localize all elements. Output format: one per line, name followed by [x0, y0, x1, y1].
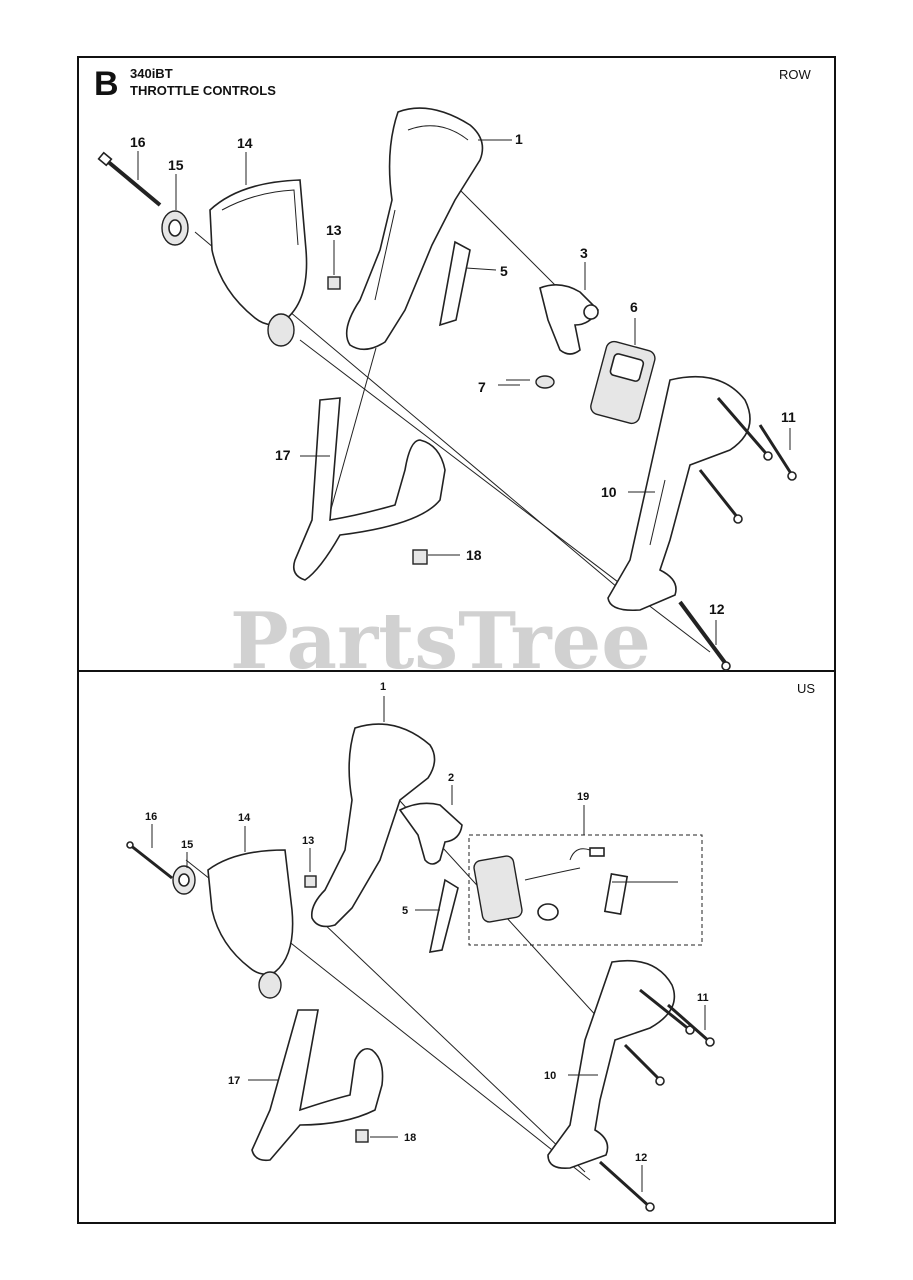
part-16-bolt-us	[126, 841, 173, 880]
callout-row-10: 10	[601, 484, 617, 500]
callout-us-17: 17	[228, 1075, 240, 1087]
callout-us-12: 12	[635, 1152, 647, 1164]
part-1-handle-housing-us	[310, 696, 436, 928]
part-14-handle-clamp	[209, 179, 308, 347]
callout-row-14: 14	[237, 135, 253, 151]
part-5-switch-us	[415, 878, 459, 953]
diagram-title: THROTTLE CONTROLS	[130, 83, 276, 98]
callout-row-5: 5	[500, 263, 508, 279]
callout-us-2: 2	[448, 772, 454, 784]
panel-row: 1 3 5 6 7 10 11 12 13 14 15 16 17 18	[97, 107, 797, 671]
callout-us-10: 10	[544, 1070, 556, 1082]
callout-row-18: 18	[466, 547, 482, 563]
callout-row-11: 11	[781, 409, 796, 425]
panel-us: 1 2 5 10 11 12 13 14 15 16 17 18 19	[126, 681, 715, 1212]
model-name: 340iBT	[130, 66, 173, 81]
part-14-handle-clamp-us	[207, 849, 294, 999]
part-12-bolt-us	[598, 1160, 655, 1212]
part-15-knob	[161, 210, 189, 246]
part-19-control-kit	[468, 805, 703, 946]
part-7-spring	[498, 375, 555, 389]
region-label-row: ROW	[779, 67, 812, 82]
part-5-switch	[438, 240, 497, 327]
callout-row-13: 13	[326, 222, 342, 238]
part-15-knob-us	[172, 865, 196, 895]
section-letter: B	[94, 65, 119, 103]
part-13-nut	[327, 276, 341, 290]
part-17-loop-handle	[292, 397, 446, 581]
callout-row-6: 6	[630, 299, 638, 315]
part-10-rear-grip	[607, 375, 751, 612]
callout-row-3: 3	[580, 245, 588, 261]
callout-us-14: 14	[238, 812, 251, 824]
callout-us-18: 18	[404, 1132, 416, 1144]
part-17-loop-handle-us	[248, 1009, 384, 1162]
watermark: PartsTree	[230, 596, 651, 687]
part-12-bolt	[678, 600, 731, 671]
callout-row-1: 1	[515, 131, 523, 147]
callout-us-1: 1	[380, 681, 386, 693]
part-10-rear-grip-us	[547, 959, 676, 1170]
callout-us-11: 11	[697, 992, 709, 1004]
callout-row-12: 12	[709, 601, 725, 617]
part-16-bolt	[97, 151, 162, 207]
callout-us-5: 5	[402, 905, 408, 917]
part-3-throttle-trigger	[539, 262, 599, 355]
callout-us-19: 19	[577, 791, 589, 803]
callout-row-16: 16	[130, 134, 146, 150]
callout-us-15: 15	[181, 839, 193, 851]
part-11-screws-us	[623, 988, 715, 1086]
part-18-nut-us	[355, 1129, 369, 1143]
callout-row-15: 15	[168, 157, 184, 173]
part-2-throttle-trigger-us	[398, 785, 463, 865]
callout-row-17: 17	[275, 447, 291, 463]
part-18-nut	[412, 549, 428, 565]
callout-us-16: 16	[145, 811, 157, 823]
callout-row-7: 7	[478, 379, 486, 395]
callout-us-13: 13	[302, 835, 314, 847]
part-13-nut-us	[304, 875, 317, 888]
part-1-handle-housing	[345, 107, 484, 351]
part-11-screws	[698, 397, 797, 524]
diagram-border	[77, 56, 836, 1224]
part-6-control-module	[590, 318, 656, 425]
region-label-us: US	[797, 681, 815, 696]
